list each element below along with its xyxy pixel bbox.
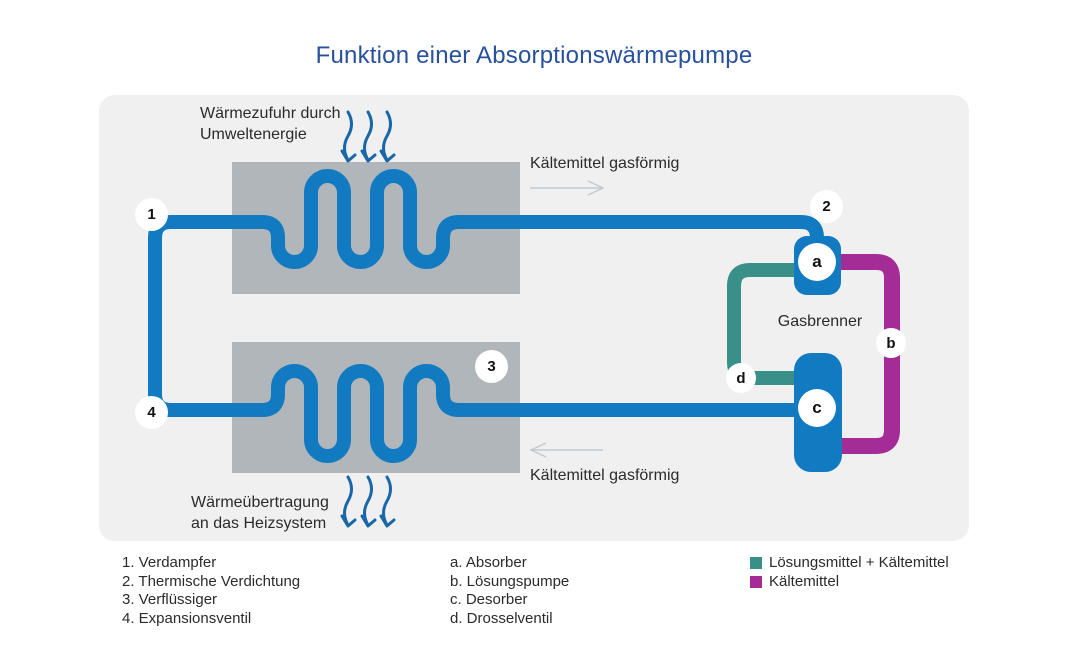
legend-lettered: a. Absorber b. Lösungspumpe c. Desorber … <box>450 554 569 628</box>
flow-arrow-right-icon <box>530 180 605 196</box>
heat-input-line2: Umweltenergie <box>200 126 307 143</box>
legend-swatch-label: Lösungsmittel + Kältemittel <box>769 554 949 571</box>
heat-arrow-icon <box>360 110 377 163</box>
legend-item: 1. Verdampfer <box>122 554 217 571</box>
legend-item: 3. Verflüssiger <box>122 591 218 608</box>
marker-b-solution-pump: b <box>876 328 906 358</box>
legend-item: d. Drosselventil <box>450 609 553 627</box>
refrigerant-color-swatch <box>750 575 762 588</box>
heat-output-line2: an das Heizsystem <box>191 515 327 532</box>
solution-color-swatch <box>750 557 762 570</box>
legend-item: 4. Expansionsventil <box>122 609 252 627</box>
refrigerant-gas-bottom-label: Kältemittel gasförmig <box>530 467 680 484</box>
legend-item: 2. Thermische Verdichtung <box>122 572 301 590</box>
heat-output-line1: Wärmeübertragung <box>191 494 329 511</box>
heat-arrow-icon <box>340 110 357 163</box>
page-title: Funktion einer Absorptionswärmepumpe <box>315 42 753 69</box>
marker-2-thermal-compression: 2 <box>810 190 843 223</box>
marker-3-condenser: 3 <box>475 350 508 383</box>
legend-item: a. Absorber <box>450 554 527 571</box>
heat-input-line1: Wärmezufuhr durch <box>200 105 341 122</box>
heat-arrow-icon <box>340 475 357 528</box>
legend-color-row: Lösungsmittel + Kältemittel <box>750 554 949 573</box>
marker-1-evaporator: 1 <box>135 198 168 231</box>
marker-4-expansion-valve: 4 <box>135 396 168 429</box>
heat-arrow-icon <box>379 110 396 163</box>
heat-arrow-icon <box>379 475 396 528</box>
refrigerant-gas-top-label: Kältemittel gasförmig <box>530 155 680 172</box>
legend-color-row: Kältemittel <box>750 573 949 592</box>
flow-direction-arrows <box>529 180 605 458</box>
legend-numbered: 1. Verdampfer 2. Thermische Verdichtung … <box>122 554 300 628</box>
legend-item: c. Desorber <box>450 591 528 608</box>
heat-input-label: Wärmezufuhr durch Umweltenergie <box>200 103 341 145</box>
marker-d-throttle-valve: d <box>726 363 756 393</box>
marker-c-desorber: c <box>798 389 836 427</box>
legend-colors: Lösungsmittel + Kältemittel Kältemittel <box>750 554 949 591</box>
heat-arrow-icon <box>360 475 377 528</box>
legend-swatch-label: Kältemittel <box>769 572 840 590</box>
heat-input-arrows <box>340 110 396 163</box>
refrigerant-main-pipe <box>148 169 824 463</box>
heat-output-arrows <box>340 475 396 528</box>
gas-burner-label: Gasbrenner <box>777 313 863 330</box>
heat-output-label: Wärmeübertragung an das Heizsystem <box>191 492 329 534</box>
marker-a-absorber: a <box>798 243 836 281</box>
legend-item: b. Lösungspumpe <box>450 572 570 590</box>
flow-arrow-left-icon <box>529 442 603 458</box>
